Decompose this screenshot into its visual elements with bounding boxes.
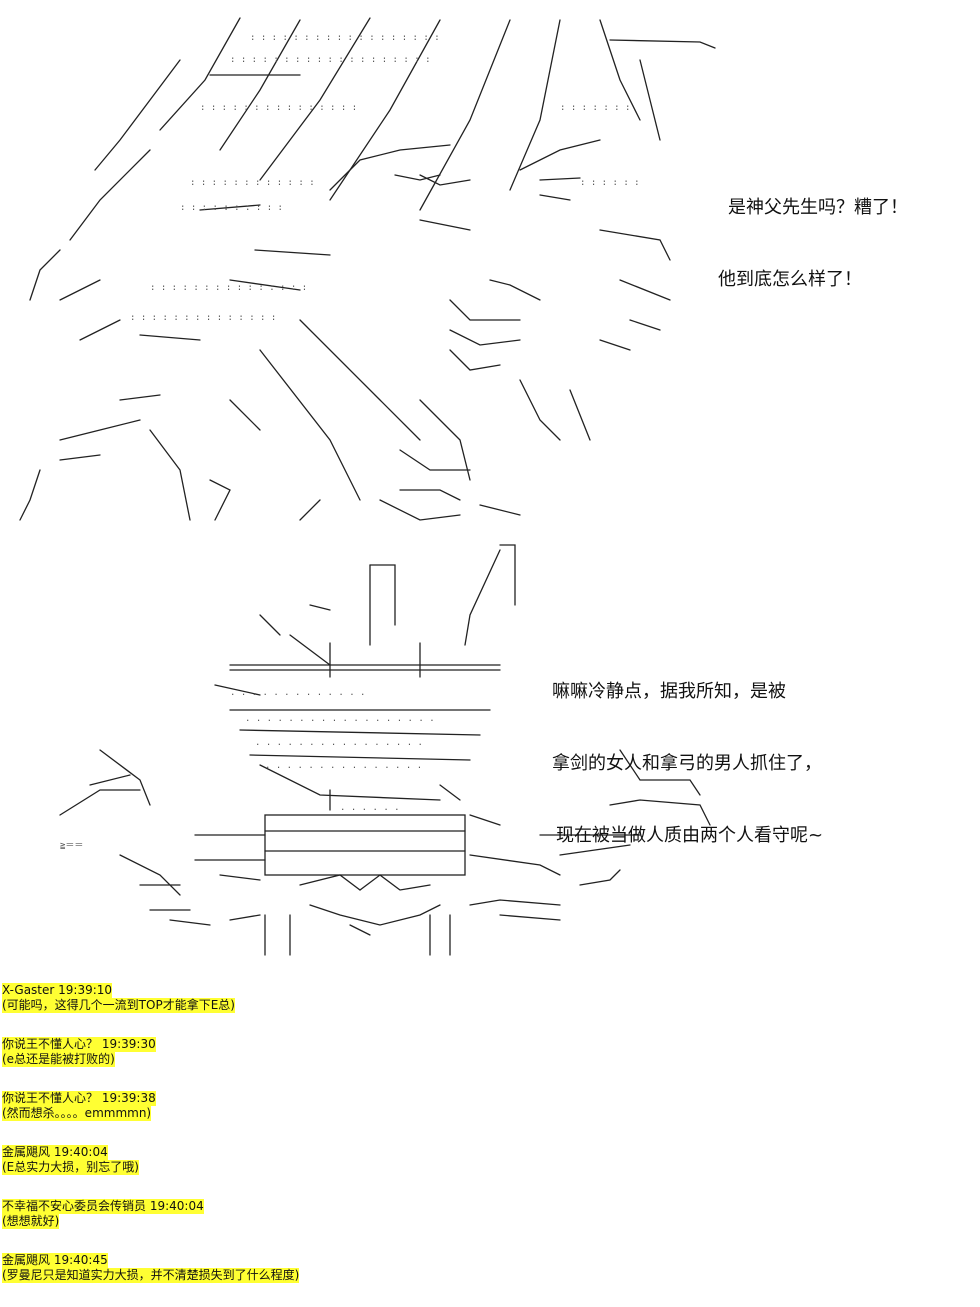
chat-message: 金属飓风 19:40:45 (罗曼尼只是知道实力大损，并不清楚损失到了什么程度) [2, 1253, 978, 1283]
ascii-art-character-top: : : : : : : : : : : : : : : : : : : : : … [0, 0, 980, 535]
dialogue-top-line-1: 是神父先生吗？糟了！ [728, 197, 908, 218]
chat-message: 你说王不懂人心？ 19:39:30 (e总还是能被打败的) [2, 1037, 978, 1067]
dialogue-top: 是神父先生吗？糟了！ 他到底怎么样了！ [718, 148, 908, 316]
svg-text:: : : : : : : : : : : : : :: : : : : : : : : : : : : : : [130, 313, 276, 323]
chat-timestamp: 19:39:38 [101, 1091, 156, 1105]
chat-text: (可能吗，这得几个一流到TOP才能拿下E总) [2, 998, 235, 1013]
svg-text:: : : : : : : : : : : : : : :: : : : : : : : : : : : : : : : [150, 283, 307, 293]
chat-text: (E总实力大损，别忘了哦) [2, 1160, 139, 1175]
svg-text:: : : : : : : : : :: : : : : : : : : : : [180, 203, 283, 213]
chat-username: 你说王不懂人心？ [2, 1037, 99, 1051]
chat-message: 你说王不懂人心？ 19:39:38 (然而想杀。。。。emmmmn) [2, 1091, 978, 1121]
dialogue-bottom: 嘛嘛冷静点，据我所知，是被 拿剑的女人和拿弓的男人抓住了， 现在被当做人质由两个… [552, 632, 823, 872]
chat-timestamp: 19:40:04 [53, 1145, 108, 1159]
chat-text: (然而想杀。。。。emmmmn) [2, 1106, 152, 1121]
svg-text:. . . . . . . . . .: . . . . . . . . . . . . . . . . [255, 738, 423, 748]
dialogue-bottom-line-1: 嘛嘛冷静点，据我所知，是被 [552, 681, 786, 702]
chat-username: 金属飓风 [2, 1253, 51, 1267]
svg-text:. . . . . . . . .: . . . . . . . . . . . . . [230, 688, 365, 698]
chat-message: X-Gaster 19:39:10 (可能吗，这得几个一流到TOP才能拿下E总) [2, 983, 978, 1013]
chat-header: 你说王不懂人心？ 19:39:30 [2, 1037, 156, 1052]
chat-header: 金属飓风 19:40:45 [2, 1253, 108, 1268]
chat-header: 金属飓风 19:40:04 [2, 1145, 108, 1160]
dialogue-top-line-2: 他到底怎么样了！ [718, 269, 862, 290]
chat-message: 不幸福不安心委员会传销员 19:40:04 (想想就好) [2, 1199, 978, 1229]
chat-username: 金属飓风 [2, 1145, 51, 1159]
svg-text:: : : : : :: : : : : : : [580, 178, 640, 188]
chat-timestamp: 19:40:45 [53, 1253, 108, 1267]
chat-timestamp: 19:39:30 [101, 1037, 156, 1051]
svg-text:. . . . . . . . . .: . . . . . . . . . . . . . . . [265, 761, 422, 771]
chat-header: X-Gaster 19:39:10 [2, 983, 113, 998]
ascii-art-figure-bottom: . . . . . . . . . . . . . . . . . . . . … [0, 535, 980, 975]
dialogue-bottom-line-3: 现在被当做人质由两个人看守呢~ [556, 825, 824, 846]
chat-timestamp: 19:39:10 [58, 983, 113, 997]
chat-message: 金属飓风 19:40:04 (E总实力大损，别忘了哦) [2, 1145, 978, 1175]
chat-username: 不幸福不安心委员会传销员 [2, 1199, 147, 1213]
svg-text:: : : : : : :: : : : : : : : [560, 103, 630, 113]
svg-text:. . . . . . . . . .: . . . . . . . . . . . . . . . . . . [245, 714, 435, 724]
chat-username: 你说王不懂人心？ [2, 1091, 99, 1105]
chat-log: X-Gaster 19:39:10 (可能吗，这得几个一流到TOP才能拿下E总)… [2, 983, 978, 1307]
chat-timestamp: 19:40:04 [149, 1199, 204, 1213]
chat-text: (想想就好) [2, 1214, 60, 1229]
svg-text:: : : : : : : : : : : : : : :: : : : : : : : : : : : : : : : : : : : [230, 55, 430, 65]
chat-text: (e总还是能被打败的) [2, 1052, 115, 1067]
chat-text: (罗曼尼只是知道实力大损，并不清楚损失到了什么程度) [2, 1268, 300, 1283]
svg-text:. . . . . .: . . . . . . [340, 803, 400, 813]
svg-text:: : : : : : : : : : : : : : :: : : : : : : : : : : : : : : : [200, 103, 357, 113]
svg-text:: : : : : : : : : : : : : : :: : : : : : : : : : : : : : : : : : : [250, 33, 440, 43]
ascii-art-bottom-drawing: . . . . . . . . . . . . . . . . . . . . … [59, 544, 711, 956]
svg-text:≧＝＝: ≧＝＝ [60, 841, 83, 851]
svg-text:: : : : : : : : : : : :: : : : : : : : : : : : : [190, 178, 315, 188]
chat-username: X-Gaster [2, 983, 55, 997]
ascii-art-top-drawing: : : : : : : : : : : : : : : : : : : : : … [19, 17, 716, 521]
chat-header: 不幸福不安心委员会传销员 19:40:04 [2, 1199, 204, 1214]
chat-header: 你说王不懂人心？ 19:39:38 [2, 1091, 156, 1106]
dialogue-bottom-line-2: 拿剑的女人和拿弓的男人抓住了， [552, 753, 822, 774]
